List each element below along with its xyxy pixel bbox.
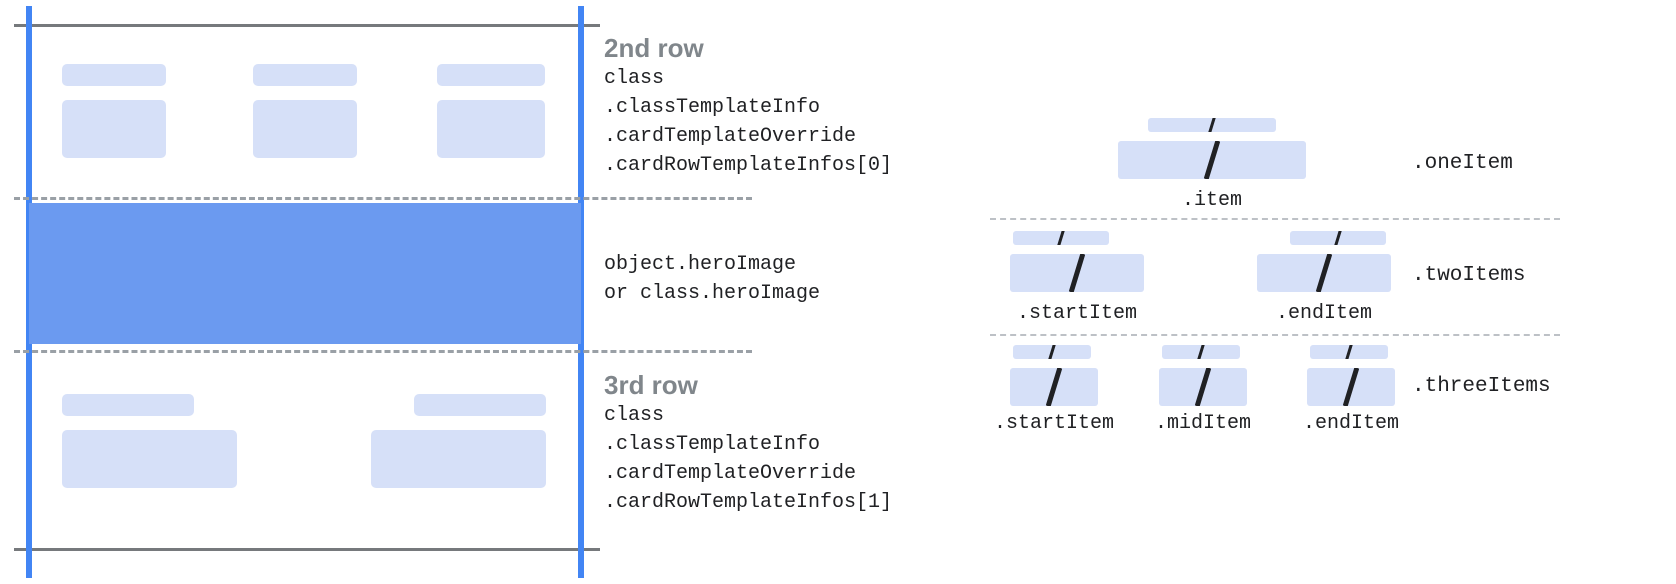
slash-icon	[1203, 141, 1221, 179]
twoitems-end-label-tile	[1290, 231, 1386, 245]
threeitems-end-value-tile	[1307, 368, 1395, 406]
row2-annotation: 2nd row class .classTemplateInfo .cardTe…	[604, 32, 892, 180]
twoitems-start-label-tile	[1013, 231, 1109, 245]
slash-icon	[1045, 368, 1063, 406]
row2-cell3-value-chip	[437, 100, 545, 158]
card-row-diagram	[0, 0, 752, 584]
row2-code-line-3: .cardTemplateOverride	[604, 125, 857, 148]
threeitems-mid-label-tile	[1162, 345, 1240, 359]
group-label-twoitems: .twoItems	[1412, 264, 1526, 287]
slash-icon	[1342, 368, 1360, 406]
card-right-guide	[578, 6, 584, 578]
group-label-oneitem: .oneItem	[1412, 152, 1513, 175]
row3-code-line-3: .cardTemplateOverride	[604, 462, 857, 485]
row2-code-line-2: .classTemplateInfo	[604, 96, 821, 119]
row2-code-line-1: class	[604, 67, 665, 90]
twoitems-end-value-tile	[1257, 254, 1391, 292]
oneitem-caption: .item	[1181, 189, 1242, 212]
slash-icon	[1333, 231, 1343, 245]
hero-row3-divider	[14, 350, 752, 353]
hero-annotation: object.heroImage or class.heroImage	[604, 250, 820, 308]
threeitems-start-value-tile	[1010, 368, 1098, 406]
threeitems-end-caption: .endItem	[1302, 412, 1399, 435]
slash-icon	[1207, 118, 1217, 132]
hero-code-line-1: object.heroImage	[604, 253, 797, 276]
slash-icon	[1056, 231, 1066, 245]
threeitems-mid-value-tile	[1159, 368, 1247, 406]
twoitems-start-value-tile	[1010, 254, 1144, 292]
row3-code-line-1: class	[604, 404, 665, 427]
threeitems-start-caption: .startItem	[993, 412, 1115, 435]
row2-cell2-label-chip	[253, 64, 357, 86]
row2-title: 2nd row	[604, 33, 704, 63]
oneitem-value-tile	[1118, 141, 1306, 179]
item-layout-diagram: .item .oneItem .startItem .endItem .twoI…	[960, 0, 1676, 584]
row2-cell2-value-chip	[253, 100, 357, 158]
slash-icon	[1196, 345, 1206, 359]
twoitems-end-caption: .endItem	[1275, 302, 1372, 325]
row3-code-line-2: .classTemplateInfo	[604, 433, 821, 456]
row2-cell3-label-chip	[437, 64, 545, 86]
row3-cell1-label-chip	[62, 394, 194, 416]
row3-cell2-value-chip	[371, 430, 546, 488]
card-top-rule	[14, 24, 600, 27]
row3-annotation: 3rd row class .classTemplateInfo .cardTe…	[604, 369, 892, 517]
slash-icon	[1315, 254, 1333, 292]
threeitems-end-label-tile	[1310, 345, 1388, 359]
oneitem-label-tile	[1148, 118, 1276, 132]
row3-cell1-value-chip	[62, 430, 237, 488]
items-divider-1	[990, 218, 1560, 220]
twoitems-start-caption: .startItem	[1016, 302, 1138, 325]
threeitems-start-label-tile	[1013, 345, 1091, 359]
slash-icon	[1344, 345, 1354, 359]
row3-title: 3rd row	[604, 370, 698, 400]
row2-code-line-4: .cardRowTemplateInfos[0]	[604, 154, 893, 177]
row2-cell1-label-chip	[62, 64, 166, 86]
row3-cell2-label-chip	[414, 394, 546, 416]
threeitems-mid-caption: .midItem	[1154, 412, 1251, 435]
slash-icon	[1047, 345, 1057, 359]
items-divider-2	[990, 334, 1560, 336]
card-bottom-rule	[14, 548, 600, 551]
slash-icon	[1194, 368, 1212, 406]
slash-icon	[1068, 254, 1086, 292]
row2-cell1-value-chip	[62, 100, 166, 158]
hero-code-line-2: or class.heroImage	[604, 282, 821, 305]
row2-hero-divider	[14, 197, 752, 200]
row3-code-line-4: .cardRowTemplateInfos[1]	[604, 491, 893, 514]
hero-image-band	[29, 203, 581, 344]
group-label-threeitems: .threeItems	[1412, 375, 1551, 398]
